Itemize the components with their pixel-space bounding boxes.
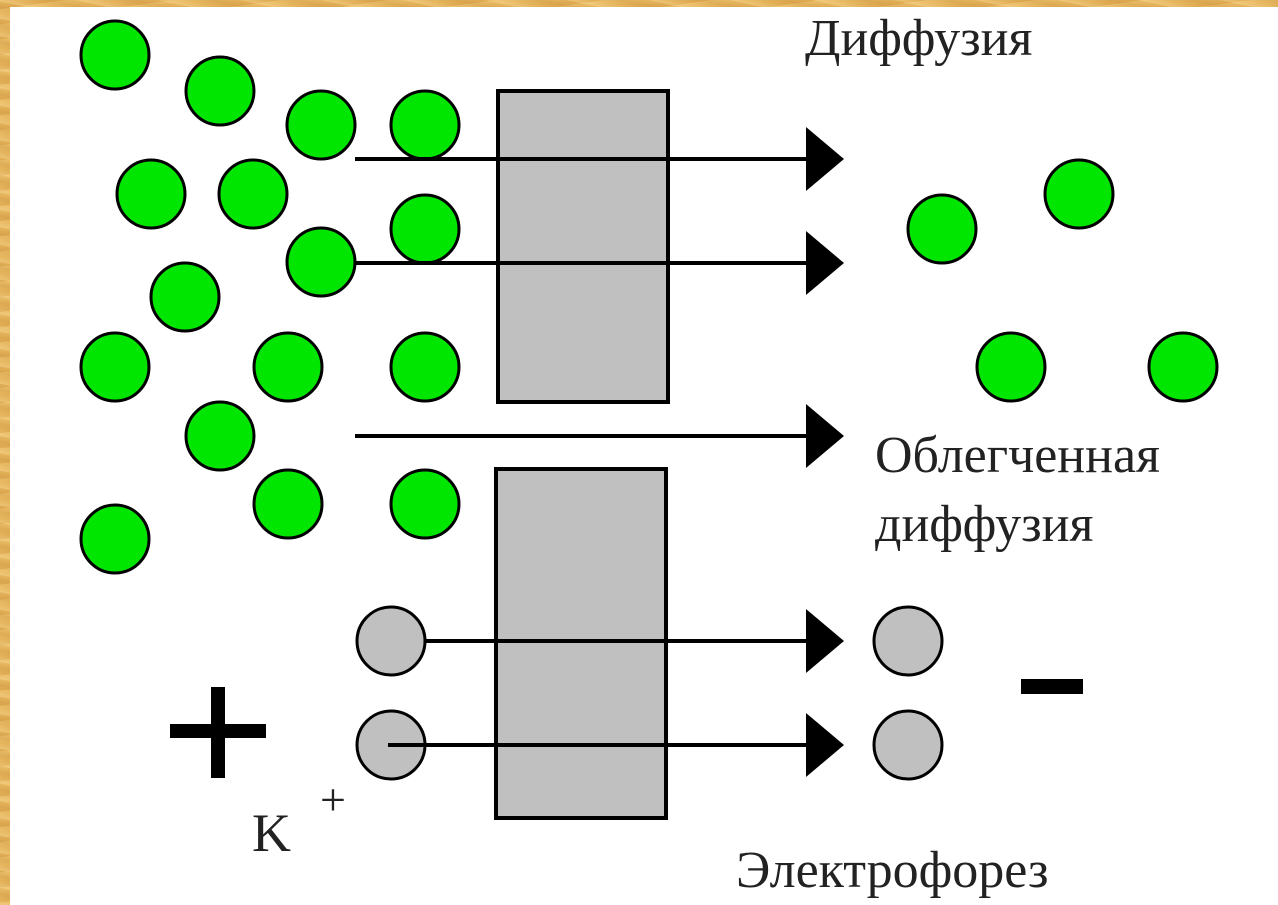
molecules-right <box>906 158 1219 403</box>
molecule <box>149 261 221 333</box>
molecule <box>252 331 324 403</box>
label-facilitated-line2: диффузия <box>875 496 1093 553</box>
molecule <box>389 468 461 540</box>
minus-sign-icon <box>1021 679 1083 694</box>
molecule <box>115 158 187 230</box>
molecule <box>389 331 461 403</box>
label-ion: K <box>252 803 291 863</box>
molecule <box>906 193 978 265</box>
ion-right-lower <box>872 709 944 781</box>
molecule <box>389 89 461 161</box>
membrane-block-upper <box>496 89 670 404</box>
arrow-facilitated <box>355 404 844 468</box>
arrow-electrophoresis-1 <box>425 609 844 673</box>
arrow-electrophoresis-2 <box>388 713 844 777</box>
molecule <box>217 158 289 230</box>
molecule <box>1043 158 1115 230</box>
label-ion-charge: + <box>320 774 346 825</box>
membrane-block-lower <box>494 467 668 820</box>
molecule <box>285 226 357 298</box>
molecule <box>79 331 151 403</box>
molecule <box>79 19 151 91</box>
ion-right-upper <box>872 605 944 677</box>
diagram-panel: Диффузия Облегченная диффузия Электрофор… <box>10 7 1278 905</box>
molecule <box>252 468 324 540</box>
molecule <box>79 503 151 575</box>
molecule <box>184 400 256 472</box>
molecule <box>975 331 1047 403</box>
plus-sign-icon <box>170 687 266 778</box>
ion-left-upper <box>355 605 427 677</box>
molecule <box>285 89 357 161</box>
label-electrophoresis: Электрофорез <box>736 842 1049 899</box>
molecule <box>389 193 461 265</box>
arrow-diffusion-2 <box>355 231 844 295</box>
label-facilitated-line1: Облегченная <box>875 427 1160 484</box>
arrow-diffusion-1 <box>355 127 844 191</box>
arrows <box>355 127 844 777</box>
molecules-left <box>79 19 461 575</box>
molecule <box>184 55 256 127</box>
label-diffusion: Диффузия <box>805 10 1032 67</box>
molecule <box>1147 331 1219 403</box>
membrane-transport-diagram: Диффузия Облегченная диффузия Электрофор… <box>79 10 1219 899</box>
